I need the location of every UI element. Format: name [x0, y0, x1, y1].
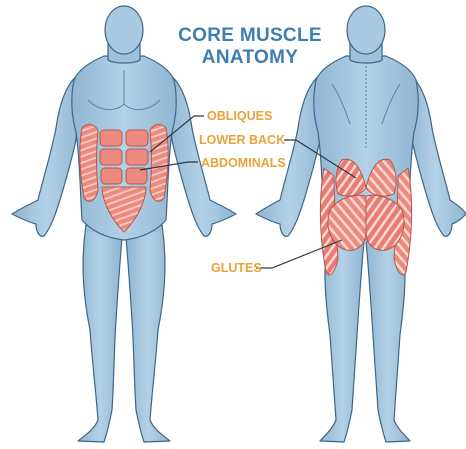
label-abdominals: ABDOMINALS — [201, 157, 286, 170]
ab-block — [100, 149, 122, 165]
back-head — [347, 6, 385, 54]
ab-block — [100, 130, 122, 146]
diagram-title-line-1: CORE MUSCLE — [160, 26, 340, 45]
diagram-title-line-2: ANATOMY — [160, 48, 340, 67]
ab-block — [126, 149, 148, 165]
front-right-leg — [126, 225, 170, 442]
front-left-oblique — [80, 124, 98, 201]
label-lower-back: LOWER BACK — [199, 134, 285, 147]
label-glutes: GLUTES — [211, 262, 262, 275]
front-left-leg — [78, 225, 122, 442]
ab-block — [126, 130, 148, 146]
ab-block — [126, 168, 147, 184]
label-obliques: OBLIQUES — [207, 110, 272, 123]
front-head — [105, 6, 143, 54]
front-right-oblique — [150, 124, 168, 201]
ab-block — [101, 168, 122, 184]
